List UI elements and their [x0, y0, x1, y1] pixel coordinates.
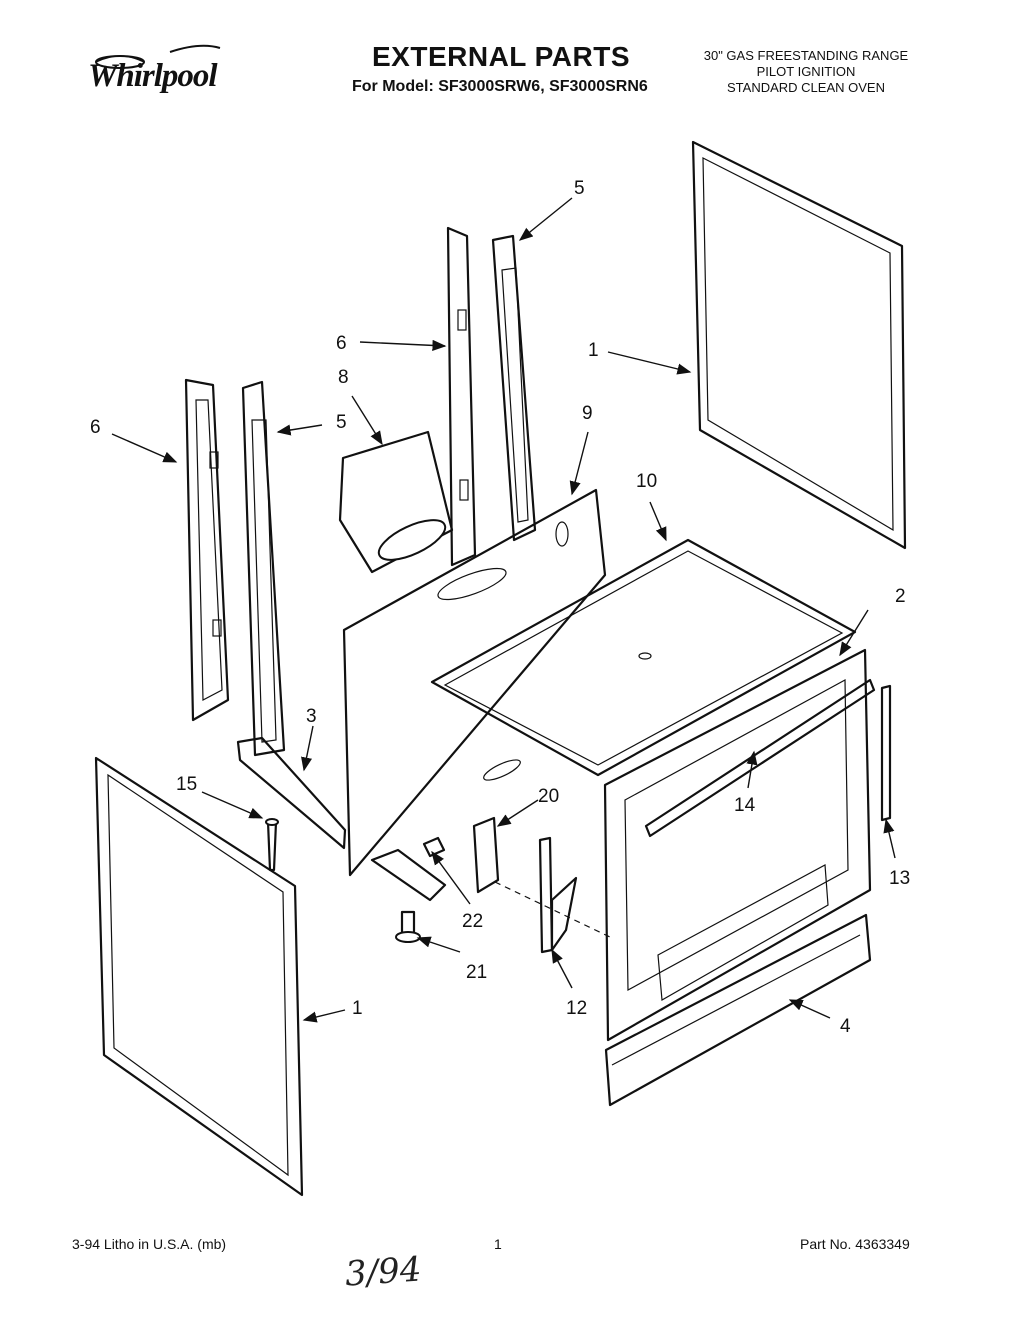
leader-15: [201, 791, 264, 819]
leader-2: [839, 609, 869, 657]
page-number: 1: [494, 1236, 502, 1252]
brand-logo: [80, 42, 240, 102]
callout-1: 1: [588, 340, 599, 361]
callout-6: 6: [336, 333, 347, 354]
leader-3: [301, 725, 314, 772]
callout-5: 5: [574, 178, 585, 199]
leader-5-top: [518, 197, 573, 241]
part-22-clip: [422, 836, 446, 858]
callout-22: 22: [462, 911, 484, 932]
brand-name: Whirlpool: [88, 58, 218, 94]
part-9-back-panel: [342, 488, 607, 877]
leader-12: [551, 948, 573, 989]
callout-2: 2: [895, 586, 906, 607]
callout-21: 21: [466, 962, 488, 983]
part-6-frame-rail-mid: [446, 226, 477, 567]
part-15-screw: [265, 818, 279, 872]
part-12-hinge: [538, 836, 578, 954]
part-1-side-panel-left: [94, 756, 304, 1197]
description-line: PILOT IGNITION: [756, 64, 856, 79]
part-14-front-trim: [644, 678, 876, 838]
callout-14: 14: [734, 795, 756, 816]
description-line: STANDARD CLEAN OVEN: [727, 80, 885, 95]
callout-4: 4: [840, 1016, 851, 1037]
part-4-toe-kick: [604, 913, 872, 1107]
part-3-bracket: [236, 736, 447, 902]
leader-14: [746, 750, 758, 789]
model-line: For Model: SF3000SRW6, SF3000SRN6: [352, 78, 648, 95]
part-8-vent-duct: [338, 430, 454, 574]
callout-1: 1: [352, 998, 363, 1019]
leader-1-bottom: [302, 1009, 346, 1023]
leader-5-left: [276, 424, 323, 436]
alignment-line: [494, 881, 613, 939]
description-line: 30" GAS FREESTANDING RANGE: [703, 48, 909, 63]
leader-13: [883, 818, 896, 859]
callout-20: 20: [538, 786, 560, 807]
part-10-bottom-panel: [430, 538, 857, 777]
leader-22: [431, 850, 471, 905]
callout-15: 15: [176, 774, 198, 795]
part-6-frame-rail-left: [184, 378, 230, 722]
part-21-leveling-leg: [395, 910, 421, 943]
callout-10: 10: [636, 471, 658, 492]
litho-note: 3-94 Litho in U.S.A. (mb): [72, 1236, 227, 1252]
leader-6-left: [111, 433, 178, 463]
part-number: Part No. 4363349: [800, 1236, 910, 1252]
part-2-front-frame: [603, 648, 872, 1042]
part-20-bracket: [472, 816, 500, 894]
leader-4: [788, 999, 831, 1019]
leader-10: [649, 501, 667, 542]
callout-12: 12: [566, 998, 588, 1019]
handwritten-date: 3/94: [343, 1249, 423, 1295]
part-5-vertical-rail-top: [491, 234, 537, 542]
callout-3: 3: [306, 706, 317, 727]
part-1-side-panel-right: [691, 140, 907, 550]
leader-1-top: [607, 351, 692, 375]
leader-6-mid: [359, 339, 447, 352]
leader-20: [496, 799, 539, 827]
logo-swoosh-icon: [95, 44, 221, 69]
page-title: EXTERNAL PARTS: [372, 41, 630, 72]
leader-9: [569, 431, 589, 496]
callout-8: 8: [338, 367, 349, 388]
part-13-side-strip: [880, 684, 892, 822]
leader-8: [351, 395, 383, 446]
leader-21: [416, 936, 461, 953]
callout-6: 6: [90, 417, 101, 438]
callout-5: 5: [336, 412, 347, 433]
callout-13: 13: [889, 868, 911, 889]
callout-9: 9: [582, 403, 593, 424]
part-5-vertical-rail-left: [241, 380, 286, 757]
